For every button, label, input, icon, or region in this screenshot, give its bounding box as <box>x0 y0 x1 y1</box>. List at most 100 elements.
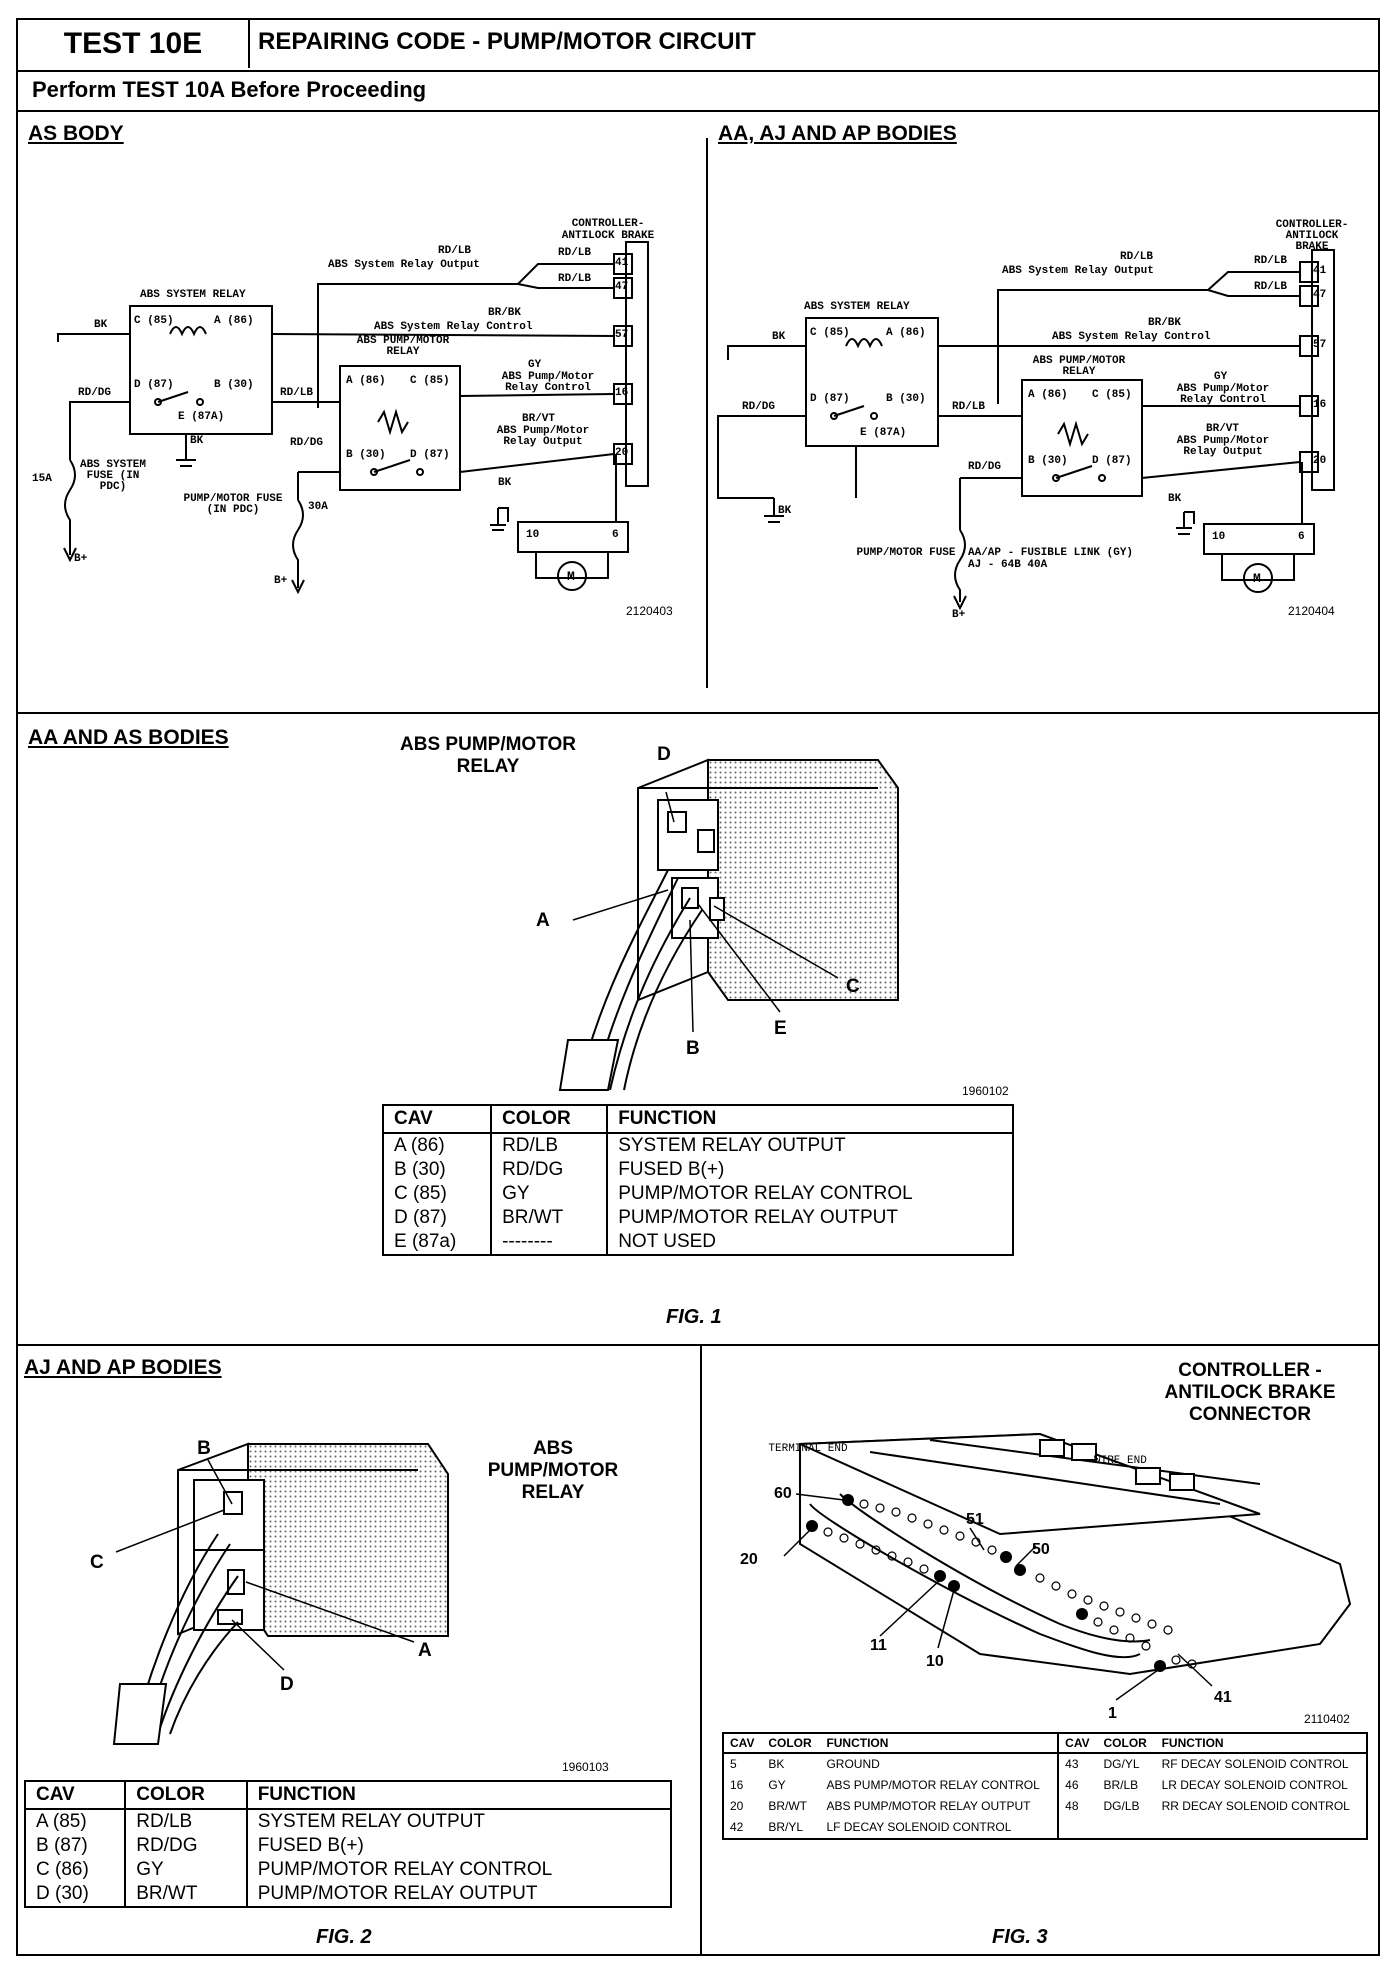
as-figure-code: 2120403 <box>626 604 673 618</box>
table-row: 20 BR/WT ABS PUMP/MOTOR RELAY OUTPUT 48 DG/… <box>723 1796 1367 1817</box>
as-pin-b30: B (30) <box>214 379 254 391</box>
fig3-pin-20: 20 <box>740 1551 758 1568</box>
aa-pump-pin-b30: B (30) <box>1028 455 1068 467</box>
fig3-label: FIG. 3 <box>992 1926 1048 1948</box>
as-cav-57: 57 <box>615 329 629 341</box>
fig3-th-function-2: FUNCTION <box>1155 1733 1367 1754</box>
fig3-th-color-2: COLOR <box>1097 1733 1156 1754</box>
as-wire-brvt: BR/VT <box>522 413 556 425</box>
fig1-section-title: AA AND AS BODIES <box>28 726 229 749</box>
fig3-code: 2110402 <box>1304 1712 1350 1726</box>
fig1-letter-a: A <box>536 910 550 931</box>
top-divider <box>706 138 708 688</box>
aa-bplus: B+ <box>952 609 966 621</box>
fig1-relay-drawing: D A C E B <box>536 744 899 1091</box>
table-cell: RD/LB <box>490 1133 608 1158</box>
table-cell: GY <box>490 1182 608 1206</box>
fig1-letter-b: B <box>686 1038 700 1059</box>
table-row: E (87a)--------NOT USED <box>383 1230 1013 1255</box>
aa-cav-20: 20 <box>1313 455 1327 467</box>
table-cell: 43 <box>1065 1757 1079 1771</box>
as-pump-relay-label: ABS PUMP/MOTOR RELAY <box>356 335 450 358</box>
table-cell: C (85) <box>394 1183 447 1204</box>
subheader: Perform TEST 10A Before Proceeding <box>18 70 1378 112</box>
table-cell: 20 <box>730 1799 744 1813</box>
test-number: TEST 10E <box>18 20 250 68</box>
table-cell: ABS PUMP/MOTOR RELAY CONTROL <box>820 1775 1060 1796</box>
table-cell: RD/DG <box>124 1834 247 1858</box>
fig1-code: 1960102 <box>962 1084 1009 1098</box>
section-divider-2 <box>18 1344 1378 1346</box>
as-body-title: AS BODY <box>28 122 124 145</box>
table-cell: D (87) <box>394 1207 447 1228</box>
aa-cav-57: 57 <box>1313 339 1327 351</box>
aa-pump-pin-a86: A (86) <box>1028 389 1068 401</box>
as-pin-a86: A (86) <box>214 315 254 327</box>
table-cell: BK <box>768 1757 785 1771</box>
as-wire-bk: BK <box>94 319 108 331</box>
as-pin-d87: D (87) <box>134 379 174 391</box>
fig3-pin-dots <box>806 1494 1166 1672</box>
aa-fuse-note-1: AA/AP - FUSIBLE LINK (GY) <box>968 547 1134 559</box>
table-cell: LR DECAY SOLENOID CONTROL <box>1161 1778 1348 1792</box>
as-wire-sys-control: ABS System Relay Control <box>374 321 533 333</box>
table-cell: A (85) <box>36 1811 87 1832</box>
as-wire-pump-control: ABS Pump/Motor Relay Control <box>501 371 595 394</box>
as-controller-label: CONTROLLER- <box>572 218 645 230</box>
fig2-th-color: COLOR <box>124 1781 247 1810</box>
table-cell: C (86) <box>36 1859 89 1880</box>
table-cell: FUSED B(+) <box>606 1158 1013 1182</box>
table-cell: D (30) <box>36 1883 89 1904</box>
aa-cav-47: 47 <box>1313 289 1327 301</box>
bottom-divider <box>700 1344 702 1956</box>
aa-wire-bk-gnd: BK <box>778 505 792 517</box>
as-pin-c85: C (85) <box>134 315 174 327</box>
fig3-connector-drawing: 60 51 50 20 11 10 41 1 <box>740 1432 1352 1722</box>
aa-wire-pump-output: ABS Pump/Motor Relay Output <box>1176 435 1270 458</box>
fig3-wire-end: WIRE END <box>1094 1455 1147 1467</box>
header-bar: TEST 10E REPAIRING CODE - PUMP/MOTOR CIR… <box>18 20 1378 72</box>
fig3-pin-51: 51 <box>966 1511 984 1528</box>
aa-controller-label: CONTROLLER-ANTILOCK BRAKE <box>1275 219 1349 253</box>
as-pump-pin-b30: B (30) <box>346 449 386 461</box>
table-cell: RD/LB <box>124 1809 247 1834</box>
aa-system-relay-label: ABS SYSTEM RELAY <box>804 301 910 313</box>
fig2-relay-drawing: B C A D <box>90 1438 449 1745</box>
table-cell: B (30) <box>394 1159 446 1180</box>
table-cell: SYSTEM RELAY OUTPUT <box>606 1133 1013 1158</box>
aa-body-schematic <box>717 249 1335 611</box>
aa-fuse-label: PUMP/MOTOR FUSE <box>856 547 956 559</box>
fig3-terminal-end: TERMINAL END <box>768 1443 848 1455</box>
table-cell: RF DECAY SOLENOID CONTROL <box>1161 1757 1349 1771</box>
aa-wire-sys-control: ABS System Relay Control <box>1052 331 1211 343</box>
as-wire-rddg-2: RD/DG <box>290 437 324 449</box>
aa-wire-rddg-2: RD/DG <box>968 461 1002 473</box>
aa-wire-brbk: BR/BK <box>1148 317 1182 329</box>
as-wire-brbk: BR/BK <box>488 307 522 319</box>
as-system-relay-label: ABS SYSTEM RELAY <box>140 289 246 301</box>
aa-pin-b30: B (30) <box>886 393 926 405</box>
aa-fuse-note-2: AJ - 64B 40A <box>968 559 1048 571</box>
table-cell: 42 <box>730 1820 744 1834</box>
fig3-pin-1: 1 <box>1108 1705 1117 1722</box>
aa-body-title: AA, AJ AND AP BODIES <box>718 122 957 145</box>
table-cell: BR/WT <box>768 1799 807 1813</box>
as-wire-rddg-1: RD/DG <box>78 387 112 399</box>
as-wire-rdlb-relay: RD/LB <box>280 387 314 399</box>
aa-pin-a86: A (86) <box>886 327 926 339</box>
table-cell: ABS PUMP/MOTOR RELAY OUTPUT <box>820 1796 1060 1817</box>
table-cell: 48 <box>1065 1799 1079 1813</box>
table-cell: GY <box>768 1778 786 1792</box>
table-cell: DG/LB <box>1103 1799 1140 1813</box>
table-cell: RR DECAY SOLENOID CONTROL <box>1161 1799 1350 1813</box>
table-cell: BR/LB <box>1103 1778 1139 1792</box>
table-cell: PUMP/MOTOR RELAY CONTROL <box>245 1858 671 1882</box>
as-cav-16: 16 <box>615 387 629 399</box>
table-cell: BR/WT <box>124 1882 247 1907</box>
fig3-pin-10: 10 <box>926 1653 944 1670</box>
aa-wire-sys-output: ABS System Relay Output <box>1002 265 1154 277</box>
